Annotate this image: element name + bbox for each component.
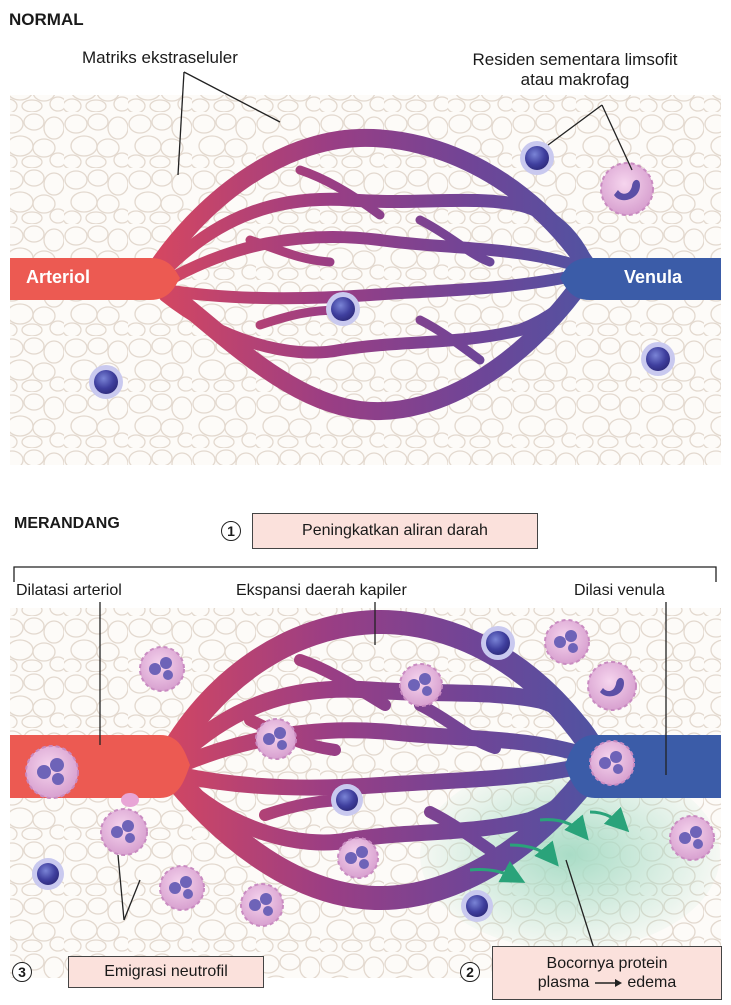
arrow-right-icon xyxy=(593,978,623,988)
venule-label: Venula xyxy=(624,267,682,288)
normal-heading: NORMAL xyxy=(9,10,84,30)
arteriole-dilation-label: Dilatasi arteriol xyxy=(16,582,122,600)
step1-label-box: Peningkatkan aliran darah xyxy=(252,513,538,549)
lymphocyte-cell xyxy=(520,141,554,175)
neutrophil-cell xyxy=(590,741,634,785)
resident-label-line2: atau makrofag xyxy=(430,70,720,90)
plasma-text: plasma xyxy=(538,973,590,992)
neutrophil-cell xyxy=(140,647,184,691)
lymphocyte-cell xyxy=(326,292,360,326)
ecm-label: Matriks ekstraseluler xyxy=(82,48,238,68)
step2-label-line1: Bocornya protein xyxy=(547,954,668,973)
step2-label-line2: plasma edema xyxy=(538,973,677,992)
macrophage-cell xyxy=(601,163,653,215)
macrophage-cell xyxy=(588,662,636,710)
resident-cells-label: Residen sementara limsofit atau makrofag xyxy=(430,50,720,89)
resident-label-line1: Residen sementara limsofit xyxy=(430,50,720,70)
neutrophil-cell xyxy=(670,816,714,860)
neutrophil-cell xyxy=(338,838,378,878)
step1-number-badge: 1 xyxy=(221,521,241,541)
capillary-expansion-label: Ekspansi daerah kapiler xyxy=(236,582,407,600)
edema-text: edema xyxy=(627,973,676,992)
lymphocyte-cell xyxy=(89,365,123,399)
arteriole-label: Arteriol xyxy=(26,267,90,288)
lymphocyte-cell xyxy=(331,784,363,816)
inflamed-heading: MERANDANG xyxy=(14,515,120,533)
neutrophil-cell xyxy=(160,866,204,910)
lymphocyte-cell xyxy=(461,890,493,922)
step2-label-box: Bocornya protein plasma edema xyxy=(492,946,722,1000)
neutrophil-cell xyxy=(241,884,283,926)
step3-number-badge: 3 xyxy=(12,962,32,982)
lymphocyte-cell xyxy=(481,626,515,660)
neutrophil-cell xyxy=(256,719,296,759)
neutrophil-cell xyxy=(26,746,78,798)
lymphocyte-cell xyxy=(641,342,675,376)
neutrophil-cell xyxy=(400,664,442,706)
lymphocyte-cell xyxy=(32,858,64,890)
neutrophil-cell xyxy=(545,620,589,664)
venule-dilation-label: Dilasi venula xyxy=(574,582,665,600)
inflamed-venule xyxy=(565,735,721,798)
step3-label-box: Emigrasi neutrofil xyxy=(68,956,264,988)
step2-number-badge: 2 xyxy=(460,962,480,982)
